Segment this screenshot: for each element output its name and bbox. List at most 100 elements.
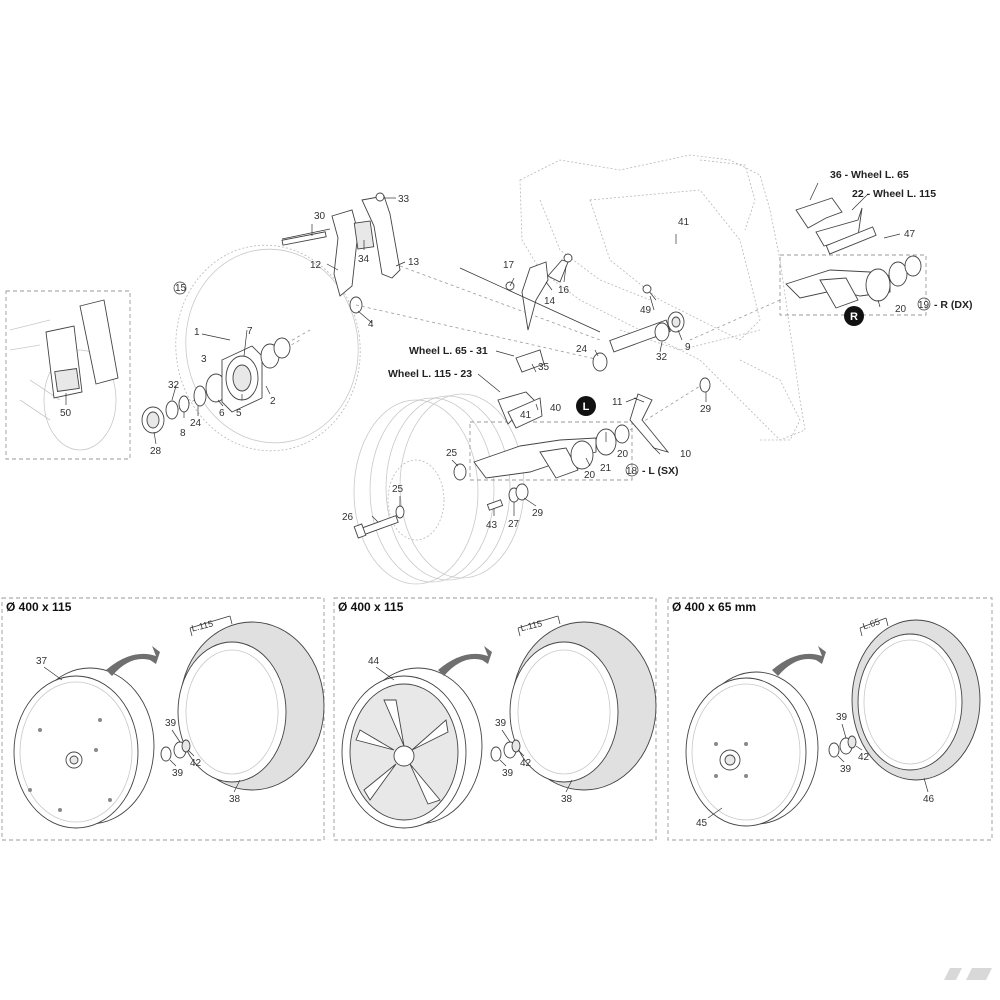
marker-l-label: L <box>583 401 590 413</box>
callout-41-b: 41 <box>520 410 532 421</box>
callout-15: 15 <box>175 283 187 294</box>
callout-50: 50 <box>60 408 72 419</box>
arrow-icon <box>106 646 160 676</box>
panel-3-content: L.65 45 46 39 39 42 <box>685 616 981 829</box>
callout-6: 6 <box>219 408 225 419</box>
panel-1-content: L.115 37 38 39 39 42 <box>13 615 325 829</box>
callout-38-a: 38 <box>229 794 241 805</box>
callout-11: 11 <box>612 397 623 408</box>
callout-29-b: 29 <box>700 404 712 415</box>
callout-39-d: 39 <box>502 768 514 779</box>
callout-10: 10 <box>680 449 692 460</box>
shaft-assembly <box>592 284 685 372</box>
label-wheel115-top: 22 - Wheel L. 115 <box>852 188 936 200</box>
press-wheel-ghost <box>353 393 525 585</box>
callout-26: 26 <box>342 512 354 523</box>
arm-left: L <box>469 349 701 481</box>
callout-7: 7 <box>247 326 253 337</box>
panel-3-dim: L.65 <box>861 616 881 631</box>
callout-24-b: 24 <box>576 344 588 355</box>
scrapers-top <box>795 197 877 255</box>
callout-44: 44 <box>368 656 380 667</box>
callout-19: 19 <box>918 300 930 311</box>
callout-12: 12 <box>310 260 322 271</box>
callout-24-a: 24 <box>190 418 202 429</box>
callout-25-a: 25 <box>446 448 458 459</box>
callout-37: 37 <box>36 656 48 667</box>
callout-circle-18 <box>625 463 639 477</box>
panel-1-dim: L.115 <box>190 618 214 633</box>
marker-r-icon <box>844 306 864 326</box>
arrow-icon-2 <box>438 646 492 676</box>
bracket-assembly <box>281 192 601 361</box>
frame-ghost <box>519 154 806 441</box>
callout-38-b: 38 <box>561 794 573 805</box>
callout-27: 27 <box>508 519 520 530</box>
callout-33: 33 <box>398 194 410 205</box>
callout-40: 40 <box>550 403 562 414</box>
callout-25-b: 25 <box>392 484 404 495</box>
scraper-blade <box>629 393 670 453</box>
callout-18: 18 <box>626 466 638 477</box>
arrow-icon-3 <box>772 646 826 676</box>
callout-39-c: 39 <box>495 718 507 729</box>
callout-21: 21 <box>600 463 612 474</box>
callout-20-left-a: 20 <box>617 449 629 460</box>
callout-39-b: 39 <box>172 768 184 779</box>
marker-l-icon <box>576 396 596 416</box>
inset-box-50 <box>5 290 131 460</box>
callout-16: 16 <box>558 285 570 296</box>
panel-2-dim: L.115 <box>519 618 543 633</box>
panel-1-title: Ø 400 x 115 <box>6 600 72 614</box>
marker-r-label: R <box>850 311 858 323</box>
callout-1: 1 <box>194 327 200 338</box>
callout-29-a: 29 <box>532 508 544 519</box>
callout-2: 2 <box>270 396 276 407</box>
callout-42-b: 42 <box>520 758 532 769</box>
label-wheel65-mid: Wheel L. 65 - 31 <box>409 345 488 357</box>
callout-30: 30 <box>314 211 326 222</box>
callout-42-a: 42 <box>190 758 202 769</box>
callout-14: 14 <box>544 296 556 307</box>
panel-2-content: L.115 44 38 39 39 42 <box>341 615 657 829</box>
callout-43: 43 <box>486 520 498 531</box>
callout-circle-19 <box>917 297 931 311</box>
label-right-side: - R (DX) <box>934 299 973 311</box>
corner-logo <box>944 968 992 980</box>
callout-45: 45 <box>696 818 708 829</box>
callout-32-a: 32 <box>168 380 180 391</box>
callout-28: 28 <box>150 446 162 457</box>
label-left-side: - L (SX) <box>642 465 679 477</box>
callout-41-a: 41 <box>678 217 690 228</box>
callout-17: 17 <box>503 260 515 271</box>
callout-39-e: 39 <box>836 712 848 723</box>
leader-lines <box>153 182 901 523</box>
callout-47: 47 <box>904 229 916 240</box>
callout-circle-15 <box>173 281 187 295</box>
callout-3: 3 <box>201 354 207 365</box>
label-wheel65-top: 36 - Wheel L. 65 <box>830 169 909 181</box>
panel-2-frame <box>333 597 657 841</box>
callout-39-a: 39 <box>165 718 177 729</box>
callout-32-b: 32 <box>656 352 668 363</box>
panel-1-frame <box>1 597 325 841</box>
callout-13: 13 <box>408 257 420 268</box>
panel-2-title: Ø 400 x 115 <box>338 600 404 614</box>
callout-8: 8 <box>180 428 186 439</box>
hub-assembly <box>141 329 311 434</box>
panel-3-frame <box>667 597 993 841</box>
bottom-panels: Ø 400 x 115 Ø 400 x 115 Ø 400 x 65 mm <box>1 597 993 841</box>
callouts-top: 1 2 3 4 5 6 7 8 9 10 11 12 13 14 15 16 1… <box>60 169 973 531</box>
tyre-ghost <box>175 244 361 452</box>
callout-39-f: 39 <box>840 764 852 775</box>
callout-42-c: 42 <box>858 752 870 763</box>
clip-parts <box>505 253 573 331</box>
panel-3-title: Ø 400 x 65 mm <box>672 600 756 614</box>
callout-49: 49 <box>640 305 652 316</box>
callout-5: 5 <box>236 408 242 419</box>
arm-right: R <box>689 254 927 341</box>
callout-20-left-b: 20 <box>584 470 596 481</box>
callout-4: 4 <box>368 319 374 330</box>
